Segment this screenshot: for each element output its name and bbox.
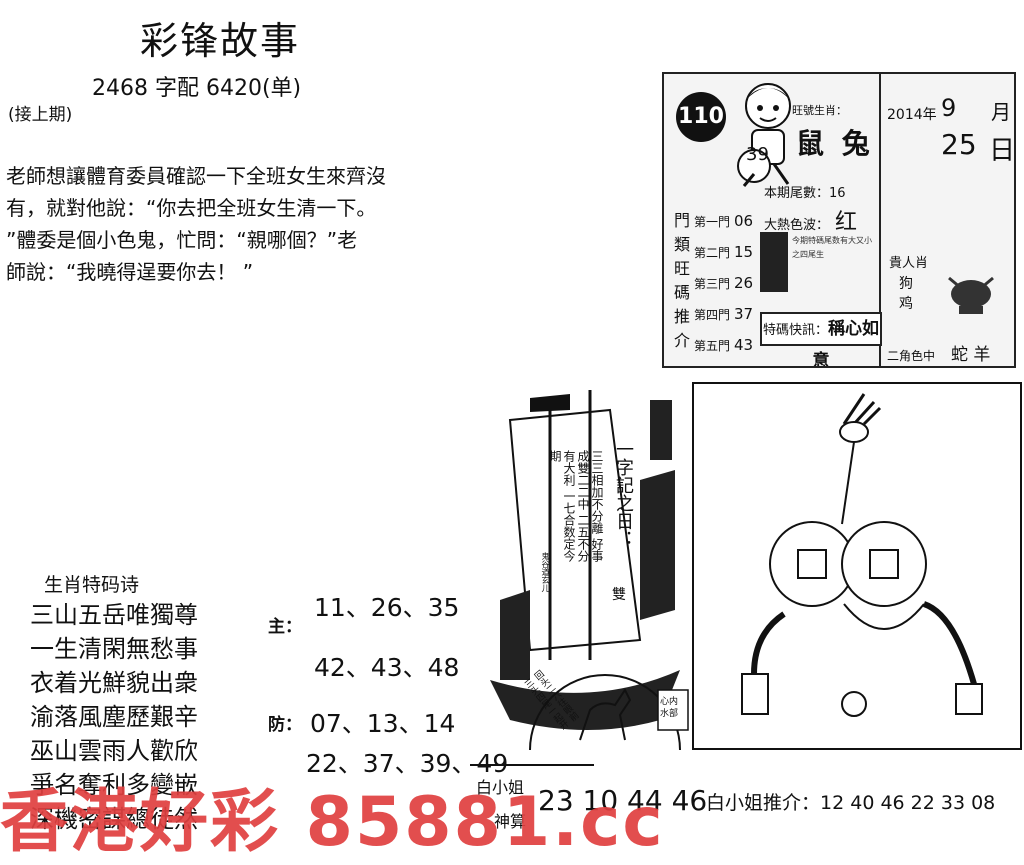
main-numbers: 11、26、35 xyxy=(314,593,460,622)
coins-icon xyxy=(741,393,983,717)
ship-verses: 三三相加不分離 好事成雙二二中 二五不分有大利 一七合数定今期 xyxy=(548,450,604,570)
bottom-row: 二角色中蛇 羊 xyxy=(887,345,991,365)
verse-line: 二五不分有大利 xyxy=(562,450,590,562)
calendar-month: 9 xyxy=(941,94,957,122)
dark-image xyxy=(760,232,788,292)
verse-line: 好事成雙二二中 xyxy=(576,450,604,562)
cartoon-boy-icon xyxy=(737,83,791,187)
strip-recommend: 白小姐推介：12 40 46 22 33 08 xyxy=(706,792,996,814)
verse-line: 三三相加不分離 xyxy=(590,450,604,534)
main-label: 主： xyxy=(268,617,302,637)
calendar-day: 25 xyxy=(941,128,977,161)
coin-illustration-box xyxy=(692,382,1022,750)
defend-label: 防： xyxy=(268,715,302,735)
continued-label: (接上期) xyxy=(8,105,73,125)
strip-label-top: 白小姐 xyxy=(476,778,525,797)
issue-badge: 110 xyxy=(676,92,726,142)
watermark: 香港好彩 85881.cc xyxy=(0,783,665,862)
calendar-right-panel: 2014年 9 月 25 日 貴人肖 狗 鸡 二角色中蛇 羊 xyxy=(881,74,1014,366)
verse-line: 一七合数定今期 xyxy=(548,450,576,562)
page-title: 彩锋故事 xyxy=(140,19,301,63)
gates-vertical-label: 門 類 旺 碼 推 介 xyxy=(673,211,690,350)
poem-heading: 生肖特码诗 xyxy=(44,574,140,596)
poem-line: 渝落風塵歷艱辛 xyxy=(30,703,198,731)
guiren-value: 狗 鸡 xyxy=(899,276,913,312)
strip-label-bottom: 神算 xyxy=(494,812,527,831)
poem-line: 深機密謀總徒然 xyxy=(30,805,198,833)
secret-tip: 特碼快訊：稱心如意 xyxy=(760,312,882,366)
poem-line: 一生清閑無愁事 xyxy=(30,635,198,663)
story-line: 師說：“我曉得逞要你去！ ” xyxy=(6,260,254,284)
page-subtitle: 2468 字配 6420(单) xyxy=(92,76,302,101)
zodiac-label: 旺號生肖： xyxy=(792,104,847,117)
tips-text: 今期特碼尾数有大又小之四尾生 xyxy=(792,236,872,259)
zodiac-value: 鼠 兔 xyxy=(796,127,874,160)
poem-line: 三山五岳唯獨尊 xyxy=(30,601,198,629)
poem-line: 爭名奪利多變嵌 xyxy=(30,771,198,799)
horse-seal-icon xyxy=(529,674,689,750)
poem-line: 巫山雲雨人歡欣 xyxy=(30,737,198,765)
ship-answer: 雙 xyxy=(612,587,626,603)
story-text: 老師想讓體育委員確認一下全班女生來齊沒 有，就對他說：“你去把全班女生清一下。 … xyxy=(6,160,386,288)
ship-illustration xyxy=(490,390,680,730)
pot-illustration-icon xyxy=(948,276,994,314)
strip-numbers: 23 10 44 46 xyxy=(538,784,708,817)
defend-numbers-2: 22、37、39、49 xyxy=(306,749,509,778)
month-char: 月 xyxy=(991,100,1011,124)
bottom-strip: 白小姐 神算 23 10 44 46 白小姐推介：12 40 46 22 33 … xyxy=(468,766,1024,864)
ship-sign: 鬼谷道玄儿 xyxy=(541,552,550,592)
ship-heading: 一字記之日： xyxy=(613,440,634,548)
badge-number: 39 xyxy=(746,144,769,165)
calendar-left-panel: 110 39 旺號生肖： 鼠 兔 本期尾數：16 大熱色波：红绿 門 類 旺 碼… xyxy=(664,74,882,366)
guiren-label: 貴人肖 xyxy=(889,256,929,271)
story-line: 有，就對他說：“你去把全班女生清一下。 xyxy=(6,196,377,220)
calendar-year: 2014年 xyxy=(887,107,937,123)
story-line: ”體委是個小色鬼，忙問：“親哪個？”老 xyxy=(6,228,358,252)
poem-lines: 三山五岳唯獨尊 一生清閑無愁事 衣着光鮮貌出衆 渝落風塵歷艱辛 巫山雲雨人歡欣 … xyxy=(30,598,198,836)
poem-line: 衣着光鮮貌出衆 xyxy=(30,669,198,697)
defend-numbers: 07、13、14 xyxy=(310,709,456,738)
divider xyxy=(470,764,594,766)
corner-text: 心内水部 xyxy=(660,697,679,719)
tail-sum: 本期尾數：16 xyxy=(764,186,846,201)
lottery-calendar: 110 39 旺號生肖： 鼠 兔 本期尾數：16 大熱色波：红绿 門 類 旺 碼… xyxy=(662,72,1016,368)
story-line: 老師想讓體育委員確認一下全班女生來齊沒 xyxy=(6,164,386,188)
day-char: 日 xyxy=(989,136,1016,166)
main-numbers-2: 42、43、48 xyxy=(314,653,460,682)
